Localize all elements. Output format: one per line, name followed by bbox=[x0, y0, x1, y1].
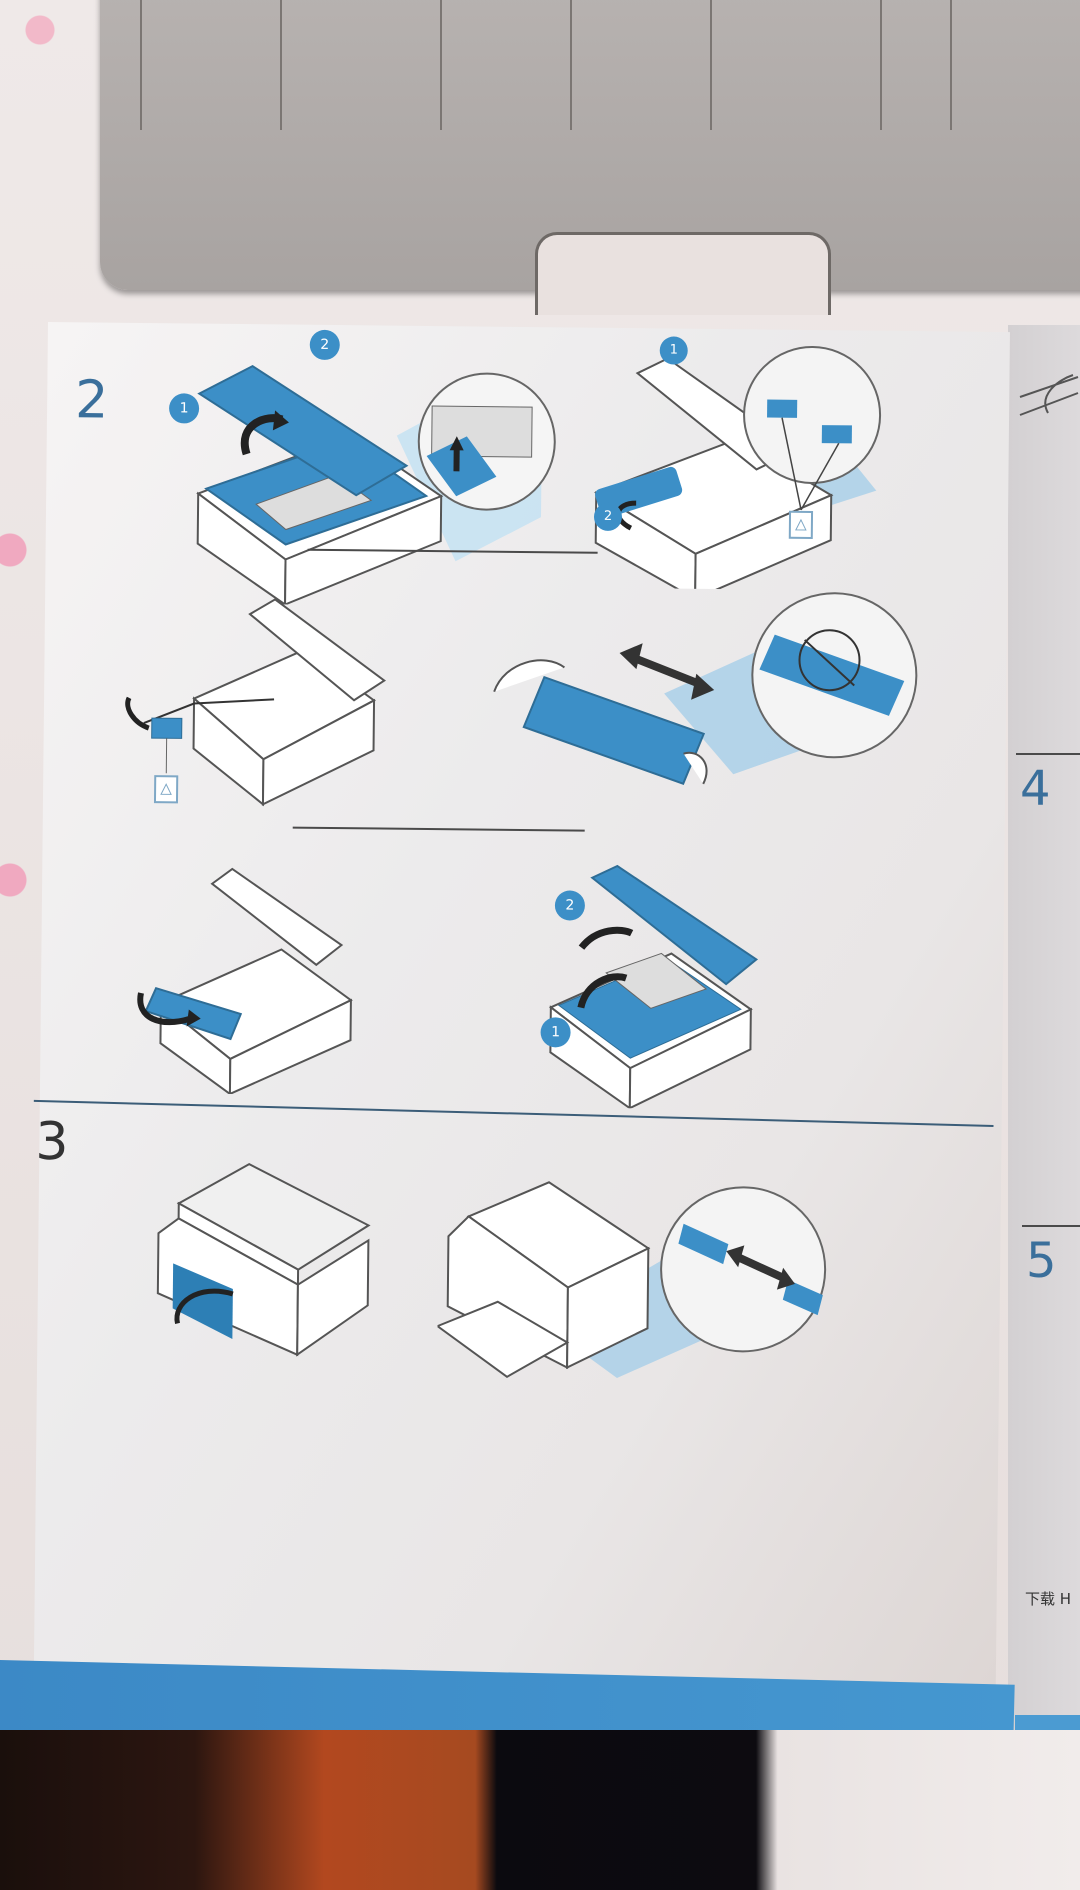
illustration-remove-shipping-locks bbox=[593, 346, 882, 592]
divider bbox=[1016, 753, 1080, 755]
double-arrow-icon bbox=[619, 643, 715, 700]
badge-1: 1 bbox=[168, 393, 200, 424]
badge-2: 2 bbox=[593, 502, 623, 532]
badge-1: 1 bbox=[659, 336, 688, 365]
step-number-5: 5 bbox=[1026, 1233, 1057, 1289]
step-number-3: 3 bbox=[35, 1111, 69, 1173]
tray-rib bbox=[570, 0, 572, 130]
recycle-bin-icon bbox=[153, 775, 179, 804]
divider bbox=[1022, 1225, 1080, 1227]
download-footer-text: 下载 H bbox=[1025, 1590, 1072, 1608]
step-number-2: 2 bbox=[74, 370, 109, 431]
illustration-adjust-paper-guides bbox=[436, 1181, 827, 1379]
illustration-shake-cartridge bbox=[493, 592, 918, 785]
step-number-4: 4 bbox=[1020, 761, 1051, 817]
tray-rib bbox=[880, 0, 882, 130]
hand-illustration-fragment bbox=[1019, 374, 1079, 416]
manual-page: 2 1 2 1 2 bbox=[33, 322, 1010, 1692]
badge-2: 2 bbox=[554, 890, 586, 921]
illustration-open-scanner-lid bbox=[196, 364, 556, 607]
illustration-remove-seal-tape bbox=[125, 598, 387, 807]
floor-background bbox=[0, 1730, 1080, 1890]
tray-rib bbox=[280, 0, 282, 130]
tray-rib bbox=[950, 0, 952, 130]
tray-rib bbox=[710, 0, 712, 130]
double-arrow-icon bbox=[726, 1245, 795, 1290]
tray-rib bbox=[140, 0, 142, 130]
tray-notch bbox=[535, 232, 831, 315]
badge-1: 1 bbox=[540, 1017, 571, 1048]
recycle-bin-icon bbox=[788, 510, 814, 540]
tray-rib bbox=[440, 0, 442, 130]
right-page: 4 5 下载 H bbox=[1008, 325, 1080, 1765]
badge-2: 2 bbox=[309, 329, 340, 361]
illustration-close-lids bbox=[548, 864, 759, 1111]
illustration-open-paper-tray bbox=[156, 1163, 371, 1357]
illustration-insert-cartridge bbox=[137, 867, 353, 1096]
